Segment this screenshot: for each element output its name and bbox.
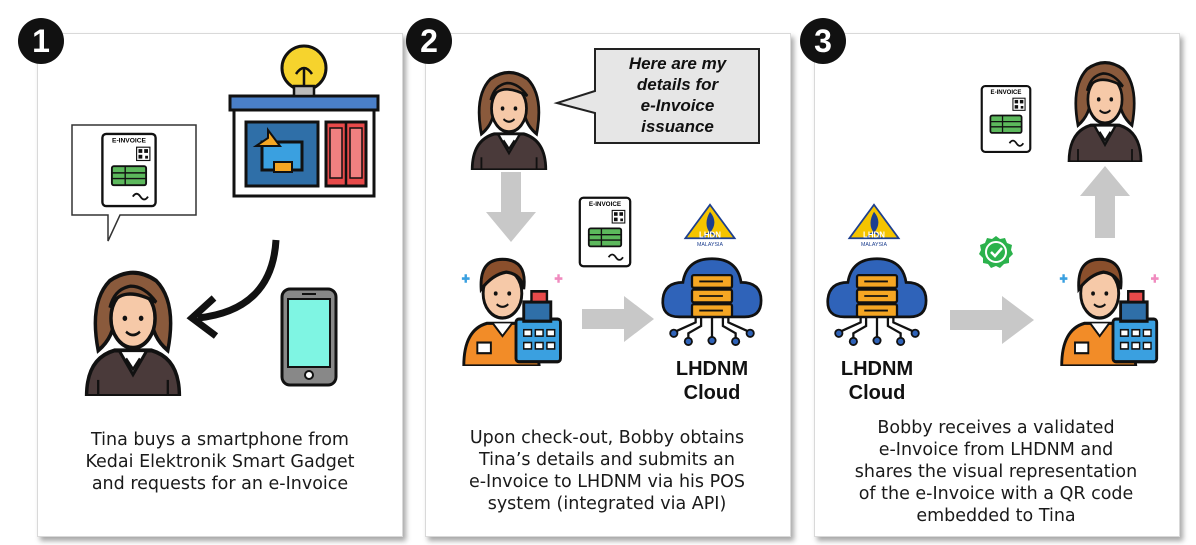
bobby-cashier-icon	[458, 238, 574, 366]
tina-avatar-icon	[75, 262, 191, 396]
speech-line: Here are my	[628, 54, 727, 73]
validated-check-icon	[979, 236, 1013, 268]
speech-line: e-Invoice	[640, 96, 715, 115]
speech-bubble	[553, 48, 760, 144]
cloud-label-line: LHDNM	[840, 358, 914, 380]
caption-line: shares the visual representation	[854, 462, 1138, 482]
step-1-caption: Tina buys a smartphone from Kedai Elektr…	[50, 429, 390, 495]
speech-text: Here are my details for e-Invoice issuan…	[600, 53, 755, 137]
caption-line: Kedai Elektronik Smart Gadget	[85, 452, 355, 472]
down-arrow-icon	[486, 172, 536, 242]
e-invoice-label: E-INVOICE	[589, 201, 621, 208]
caption-line: system (integrated via API)	[487, 494, 727, 514]
lhdn-logo-icon: LHDN MALAYSIA	[844, 203, 904, 248]
step-3-caption: Bobby receives a validated e-Invoice fro…	[820, 417, 1172, 527]
e-invoice-icon: E-INVOICE	[578, 196, 632, 268]
speech-line: issuance	[641, 117, 714, 136]
caption-line: Tina buys a smartphone from	[91, 430, 349, 450]
e-invoice-icon: E-INVOICE	[100, 132, 158, 208]
tina-avatar-icon	[1060, 54, 1150, 162]
cloud-server-icon	[657, 246, 767, 346]
lhdnm-cloud-label: LHDNM Cloud	[817, 357, 937, 405]
logo-subtext: MALAYSIA	[861, 242, 887, 248]
curved-arrow-icon	[186, 239, 280, 339]
caption-line: e-Invoice to LHDNM via his POS	[468, 472, 746, 492]
cloud-server-icon	[822, 246, 932, 346]
caption-line: of the e-Invoice with a QR code	[858, 484, 1134, 504]
cloud-label-line: LHDNM	[675, 358, 749, 380]
logo-text: LHDN	[699, 230, 721, 239]
caption-line: e-Invoice from LHDNM and	[878, 440, 1114, 460]
bobby-cashier-icon	[1056, 238, 1170, 366]
step-2-caption: Upon check-out, Bobby obtains Tina’s det…	[432, 427, 782, 515]
lhdn-logo-icon: LHDN MALAYSIA	[680, 203, 740, 248]
shop-lightbulb-icon	[228, 44, 380, 198]
step-2-badge: 2	[406, 18, 452, 64]
caption-line: Bobby receives a validated	[877, 418, 1115, 438]
step-1-badge: 1	[18, 18, 64, 64]
caption-line: and requests for an e-Invoice	[91, 474, 349, 494]
caption-line: Upon check-out, Bobby obtains	[469, 428, 745, 448]
speech-line: details for	[636, 75, 719, 94]
right-arrow-icon	[950, 296, 1034, 344]
cloud-label-line: Cloud	[683, 382, 741, 404]
e-invoice-label: E-INVOICE	[991, 90, 1022, 96]
lhdnm-cloud-label: LHDNM Cloud	[652, 357, 772, 405]
tina-avatar-icon	[463, 64, 555, 170]
caption-line: embedded to Tina	[916, 506, 1076, 526]
cloud-label-line: Cloud	[848, 382, 906, 404]
right-arrow-icon	[582, 296, 654, 342]
e-invoice-label: E-INVOICE	[112, 137, 147, 144]
logo-subtext: MALAYSIA	[697, 242, 723, 248]
step-3-badge: 3	[800, 18, 846, 64]
smartphone-icon	[280, 287, 338, 387]
logo-text: LHDN	[863, 230, 885, 239]
caption-line: Tina’s details and submits an	[478, 450, 735, 470]
e-invoice-icon: E-INVOICE	[980, 84, 1032, 154]
up-arrow-icon	[1080, 166, 1130, 238]
